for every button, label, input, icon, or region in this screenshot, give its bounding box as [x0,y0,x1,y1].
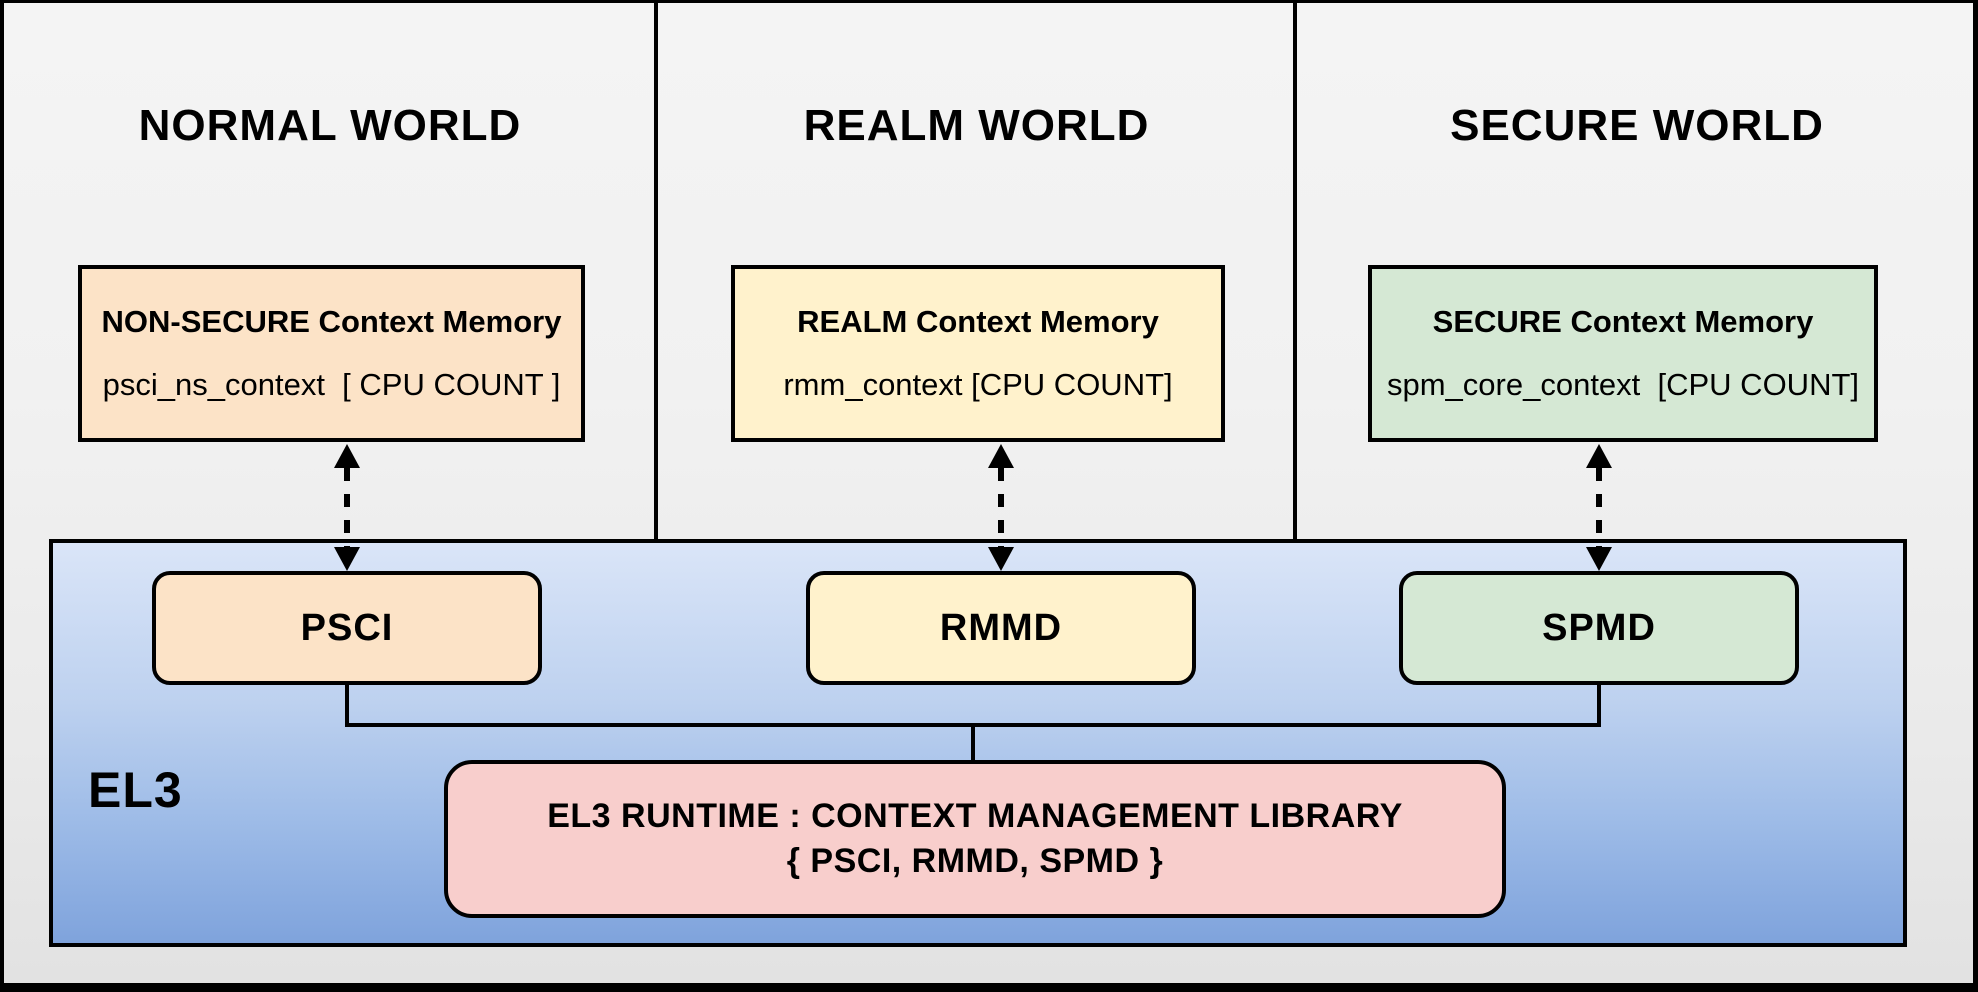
el3-runtime-library-box: EL3 RUNTIME : CONTEXT MANAGEMENT LIBRARY… [444,760,1506,918]
normal-world-title: NORMAL WORLD [138,101,522,150]
el3-runtime-library-title: EL3 RUNTIME : CONTEXT MANAGEMENT LIBRARY [547,797,1403,835]
psci-connector-line [345,683,349,727]
realm-memory-rmmd-arrow [987,444,1015,571]
secure-memory-spmd-arrow [1585,444,1613,571]
dashed-arrow-shaft [344,468,350,547]
psci-box: PSCI [152,571,542,685]
runtime-connector-line [971,723,975,763]
rmmd-box: RMMD [806,571,1196,685]
spmd-connector-line [1597,683,1601,727]
arrow-down-icon [988,547,1014,571]
arrow-down-icon [334,547,360,571]
el3-label: EL3 [88,762,183,818]
spmd-box: SPMD [1399,571,1799,685]
non-secure-memory-psci-arrow [333,444,361,571]
realm-world-title: REALM WORLD [803,101,1150,150]
non-secure-context-memory-box: NON-SECURE Context Memory psci_ns_contex… [78,265,585,442]
secure-context-memory-title: SECURE Context Memory [1432,304,1814,339]
non-secure-context-memory-code: psci_ns_context [ CPU COUNT ] [102,367,561,402]
arrow-up-icon [988,444,1014,468]
arrow-down-icon [1586,547,1612,571]
realm-context-memory-box: REALM Context Memory rmm_context [CPU CO… [731,265,1225,442]
arrow-up-icon [1586,444,1612,468]
world-divider-realm-secure [1293,3,1297,539]
non-secure-context-memory-title: NON-SECURE Context Memory [101,304,562,339]
secure-context-memory-code: spm_core_context [CPU COUNT] [1386,367,1860,402]
realm-context-memory-code: rmm_context [CPU COUNT] [783,367,1173,402]
dashed-arrow-shaft [1596,468,1602,547]
arrow-up-icon [334,444,360,468]
secure-world-title: SECURE WORLD [1450,101,1824,150]
dashed-arrow-shaft [998,468,1004,547]
secure-context-memory-box: SECURE Context Memory spm_core_context [… [1368,265,1878,442]
realm-context-memory-title: REALM Context Memory [797,304,1159,339]
world-divider-normal-realm [654,3,658,539]
el3-runtime-library-members: { PSCI, RMMD, SPMD } [786,842,1164,880]
